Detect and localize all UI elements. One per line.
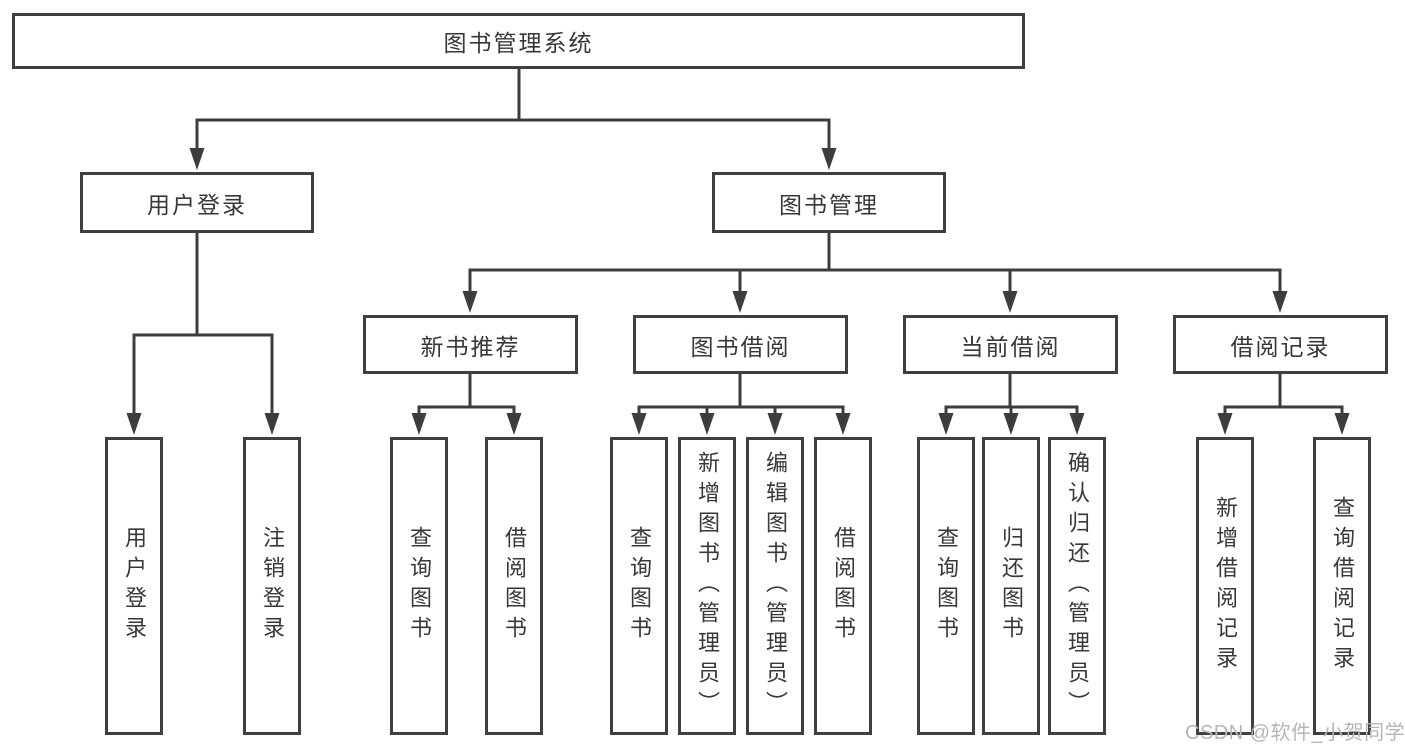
leaf-user-login: 用户登录 — [105, 437, 163, 735]
leaf-recommend-borrow-books-label: 借阅图书 — [502, 526, 527, 646]
leaf-current-confirm-return-admin: 确认归还（管理员） — [1048, 437, 1106, 735]
node-book-management: 图书管理 — [712, 172, 946, 233]
leaf-user-login-label: 用户登录 — [122, 526, 147, 646]
leaf-recommend-query-books-label: 查询图书 — [407, 526, 432, 646]
node-borrow-records-label: 借阅记录 — [1230, 333, 1331, 360]
leaf-logout: 注销登录 — [243, 437, 301, 735]
leaf-logout-label: 注销登录 — [260, 526, 285, 646]
leaf-borrow-query-books: 查询图书 — [610, 437, 668, 735]
leaf-records-add-record-label: 新增借阅记录 — [1213, 496, 1238, 676]
node-current-borrow-label: 当前借阅 — [960, 333, 1061, 360]
leaf-records-add-record: 新增借阅记录 — [1196, 437, 1254, 735]
node-book-management-label: 图书管理 — [779, 191, 879, 218]
leaf-records-query-record-label: 查询借阅记录 — [1330, 496, 1355, 676]
node-current-borrow: 当前借阅 — [903, 315, 1118, 374]
leaf-records-query-record: 查询借阅记录 — [1313, 437, 1371, 735]
leaf-current-return-books-label: 归还图书 — [999, 526, 1024, 646]
leaf-borrow-query-books-label: 查询图书 — [627, 526, 652, 646]
node-new-book-recommend-label: 新书推荐 — [420, 333, 521, 360]
node-new-book-recommend: 新书推荐 — [363, 315, 578, 374]
node-book-borrow-label: 图书借阅 — [690, 333, 791, 360]
csdn-watermark: CSDN @软件_小贺同学 — [1185, 722, 1405, 744]
leaf-borrow-borrow-books-label: 借阅图书 — [831, 526, 856, 646]
leaf-borrow-edit-books-admin-label: 编辑图书（管理员） — [763, 451, 788, 721]
leaf-current-confirm-return-admin-label: 确认归还（管理员） — [1065, 451, 1090, 721]
node-borrow-records: 借阅记录 — [1173, 315, 1388, 374]
leaf-recommend-borrow-books: 借阅图书 — [485, 437, 543, 735]
leaf-current-return-books: 归还图书 — [982, 437, 1040, 735]
node-user-login: 用户登录 — [80, 172, 314, 233]
leaf-borrow-add-books-admin: 新增图书（管理员） — [678, 437, 736, 735]
leaf-current-query-books: 查询图书 — [917, 437, 975, 735]
node-user-login-label: 用户登录 — [147, 191, 247, 218]
node-book-borrow: 图书借阅 — [633, 315, 848, 374]
leaf-borrow-add-books-admin-label: 新增图书（管理员） — [695, 451, 720, 721]
leaf-recommend-query-books: 查询图书 — [390, 437, 448, 735]
leaf-borrow-borrow-books: 借阅图书 — [814, 437, 872, 735]
leaf-current-query-books-label: 查询图书 — [934, 526, 959, 646]
node-root-label: 图书管理系统 — [443, 30, 594, 56]
node-root: 图书管理系统 — [12, 13, 1025, 69]
leaf-borrow-edit-books-admin: 编辑图书（管理员） — [746, 437, 804, 735]
